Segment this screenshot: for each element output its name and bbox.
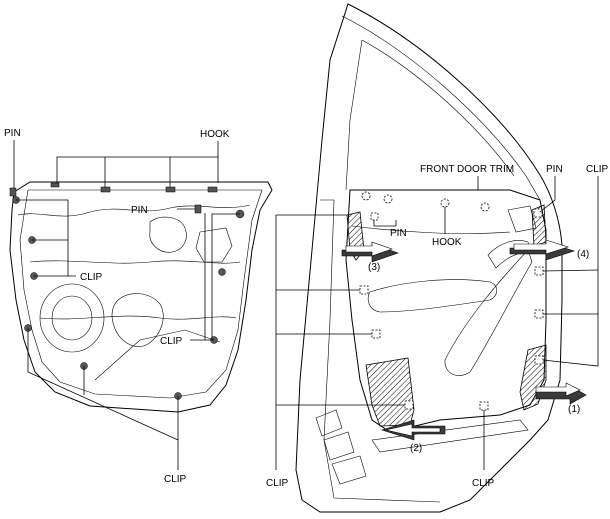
hook-3 [165, 186, 176, 193]
door-front-view: FRONT DOOR TRIM PIN CLIP PIN HOOK CLIP C… [266, 3, 609, 513]
switch-bracket [195, 227, 233, 263]
leader-right-clip-top [542, 176, 599, 367]
trim-upper-line [351, 225, 511, 234]
leader-clip-right-2 [211, 213, 240, 340]
leader-hook-bracket [56, 156, 219, 183]
label-right-clip-bottom-left: CLIP [266, 478, 289, 489]
door-trim-back-view: PIN HOOK PIN CLIP CLIP CLIP [4, 128, 273, 485]
clip-marker-3 [404, 400, 414, 410]
trim-armrest [367, 279, 498, 313]
speaker-outer [39, 283, 105, 353]
label-right-pin-inner: PIN [390, 228, 407, 239]
leader-right-pin-top [539, 176, 556, 213]
speaker-inner [51, 295, 93, 341]
label-step-1: (1) [568, 404, 580, 415]
door-lower-pocket-2 [323, 431, 355, 461]
door-inner-panel [320, 199, 441, 503]
label-left-clip-upper: CLIP [80, 272, 103, 283]
clip-marker-6 [534, 309, 544, 319]
arrow-step-4 [509, 239, 575, 261]
leader-clip-bottom [27, 328, 179, 470]
hook-marker-1 [361, 191, 371, 201]
door-window-frame-outer [341, 15, 541, 220]
label-step-2: (2) [410, 443, 422, 454]
door-trim-back-outline [9, 181, 273, 413]
trim-door-pull [444, 249, 533, 376]
clip-marker-7 [534, 355, 544, 365]
arrow-step-1 [535, 382, 587, 405]
label-front-door-trim: FRONT DOOR TRIM [420, 164, 514, 175]
door-sill-strip [371, 419, 529, 453]
pin-marker-inner [370, 212, 379, 221]
label-right-pin-top: PIN [546, 164, 563, 175]
door-window-inner-edge [345, 39, 363, 191]
label-left-pin: PIN [4, 128, 21, 139]
label-step-3: (3) [368, 262, 380, 273]
pin-center [194, 204, 202, 214]
hook-1 [50, 182, 60, 188]
handle-bracket [149, 216, 187, 253]
door-lower-pocket-1 [315, 409, 343, 437]
label-left-clip-bottom: CLIP [164, 474, 187, 485]
door-window-frame-inner [361, 39, 515, 177]
label-step-4: (4) [577, 249, 589, 260]
trim-diagonal-rib [94, 329, 221, 381]
armrest-bracket [111, 293, 164, 347]
leader-clip-upper [16, 199, 69, 276]
trim-mid-rib [29, 260, 241, 264]
clip-right-2 [218, 268, 226, 276]
arrow-step-2 [380, 419, 446, 441]
clip-marker-5 [534, 266, 544, 276]
hook-marker-4 [480, 202, 490, 212]
label-left-hook: HOOK [200, 129, 230, 140]
door-lower-pocket-3 [331, 455, 367, 485]
hook-2 [100, 186, 111, 193]
trim-inner-contour [19, 189, 263, 399]
trim-upper-rib [17, 204, 251, 217]
label-left-pin-center: PIN [131, 205, 148, 216]
leader-right-pin-inner [373, 220, 397, 227]
label-right-clip-bottom-center: CLIP [472, 478, 495, 489]
hook-marker-3 [440, 198, 450, 208]
pin-left-edge [9, 187, 17, 197]
clip-marker-4 [479, 401, 489, 411]
label-right-clip-top: CLIP [586, 164, 609, 175]
label-left-clip-right: CLIP [160, 336, 183, 347]
pin-marker-top-right [533, 208, 543, 218]
clip-marker-2 [371, 329, 381, 339]
label-right-hook: HOOK [432, 237, 462, 248]
clip-marker-1 [359, 285, 369, 295]
leader-right-clip-top-2 [542, 269, 599, 272]
arrow-step-3 [341, 241, 399, 263]
hook-4 [207, 186, 218, 193]
hook-marker-2 [383, 194, 393, 204]
